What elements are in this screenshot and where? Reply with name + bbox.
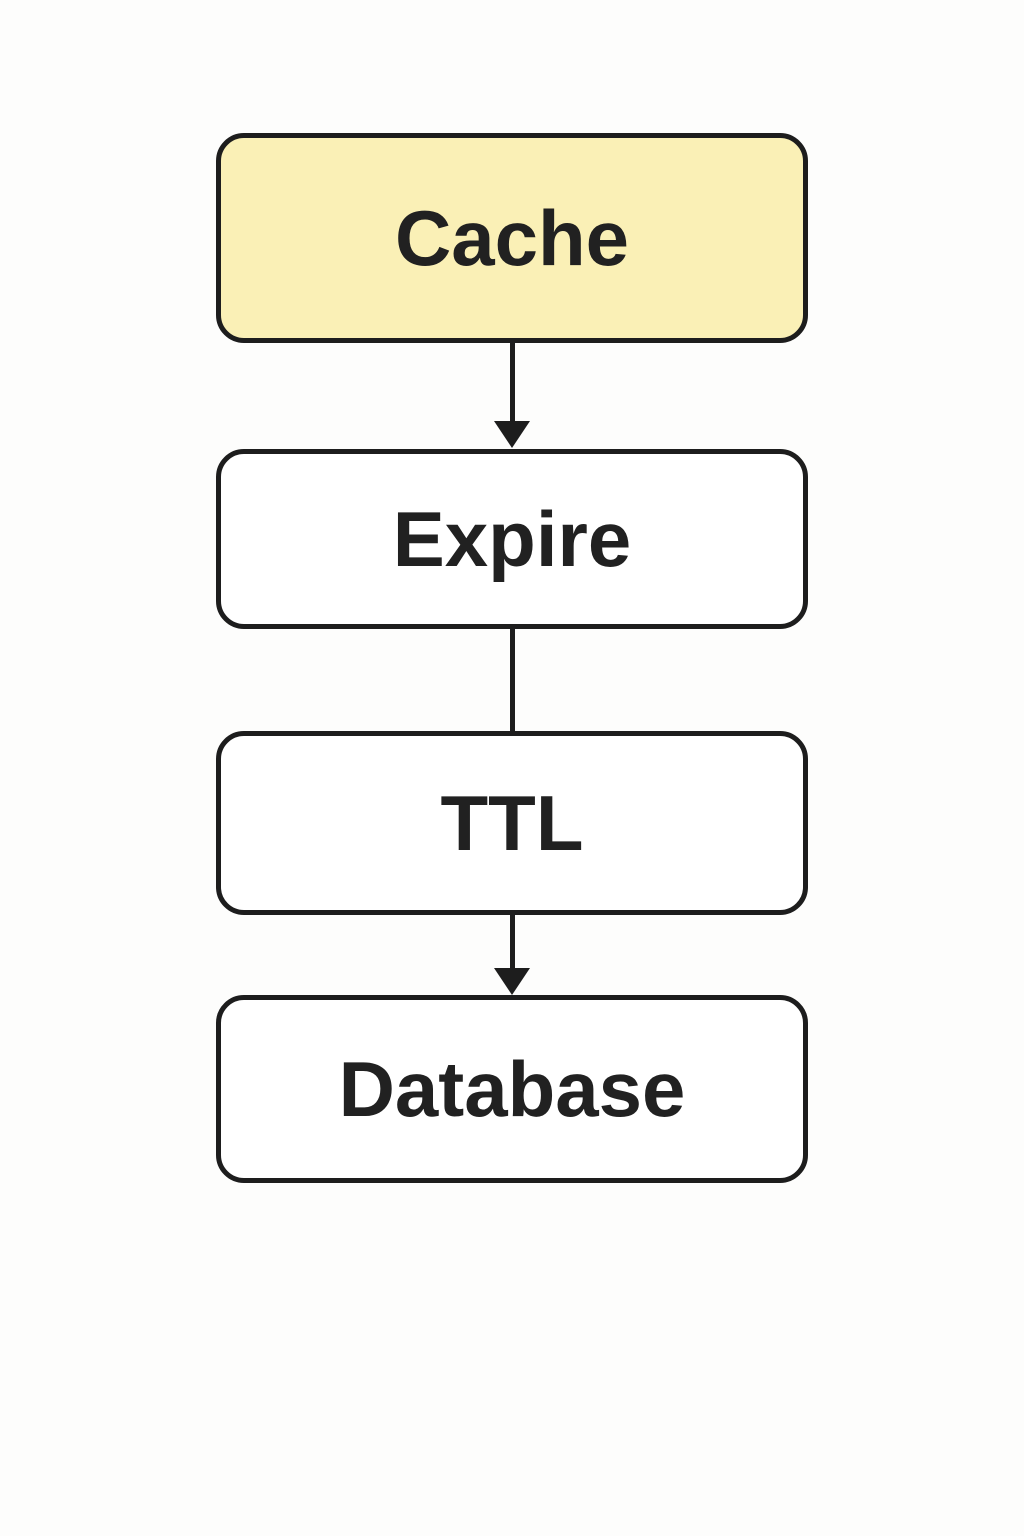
arrow-down-icon <box>494 968 530 995</box>
node-database-label: Database <box>338 1045 686 1133</box>
edge-expire-ttl-line <box>510 626 515 734</box>
node-ttl-label: TTL <box>440 779 584 867</box>
node-expire: Expire <box>216 449 808 629</box>
node-expire-label: Expire <box>392 495 632 583</box>
edge-ttl-database-line <box>510 913 515 971</box>
node-ttl: TTL <box>216 731 808 915</box>
node-cache-label: Cache <box>394 194 630 282</box>
node-cache: Cache <box>216 133 808 343</box>
arrow-down-icon <box>494 421 530 448</box>
node-database: Database <box>216 995 808 1183</box>
edge-cache-expire-line <box>510 340 515 424</box>
